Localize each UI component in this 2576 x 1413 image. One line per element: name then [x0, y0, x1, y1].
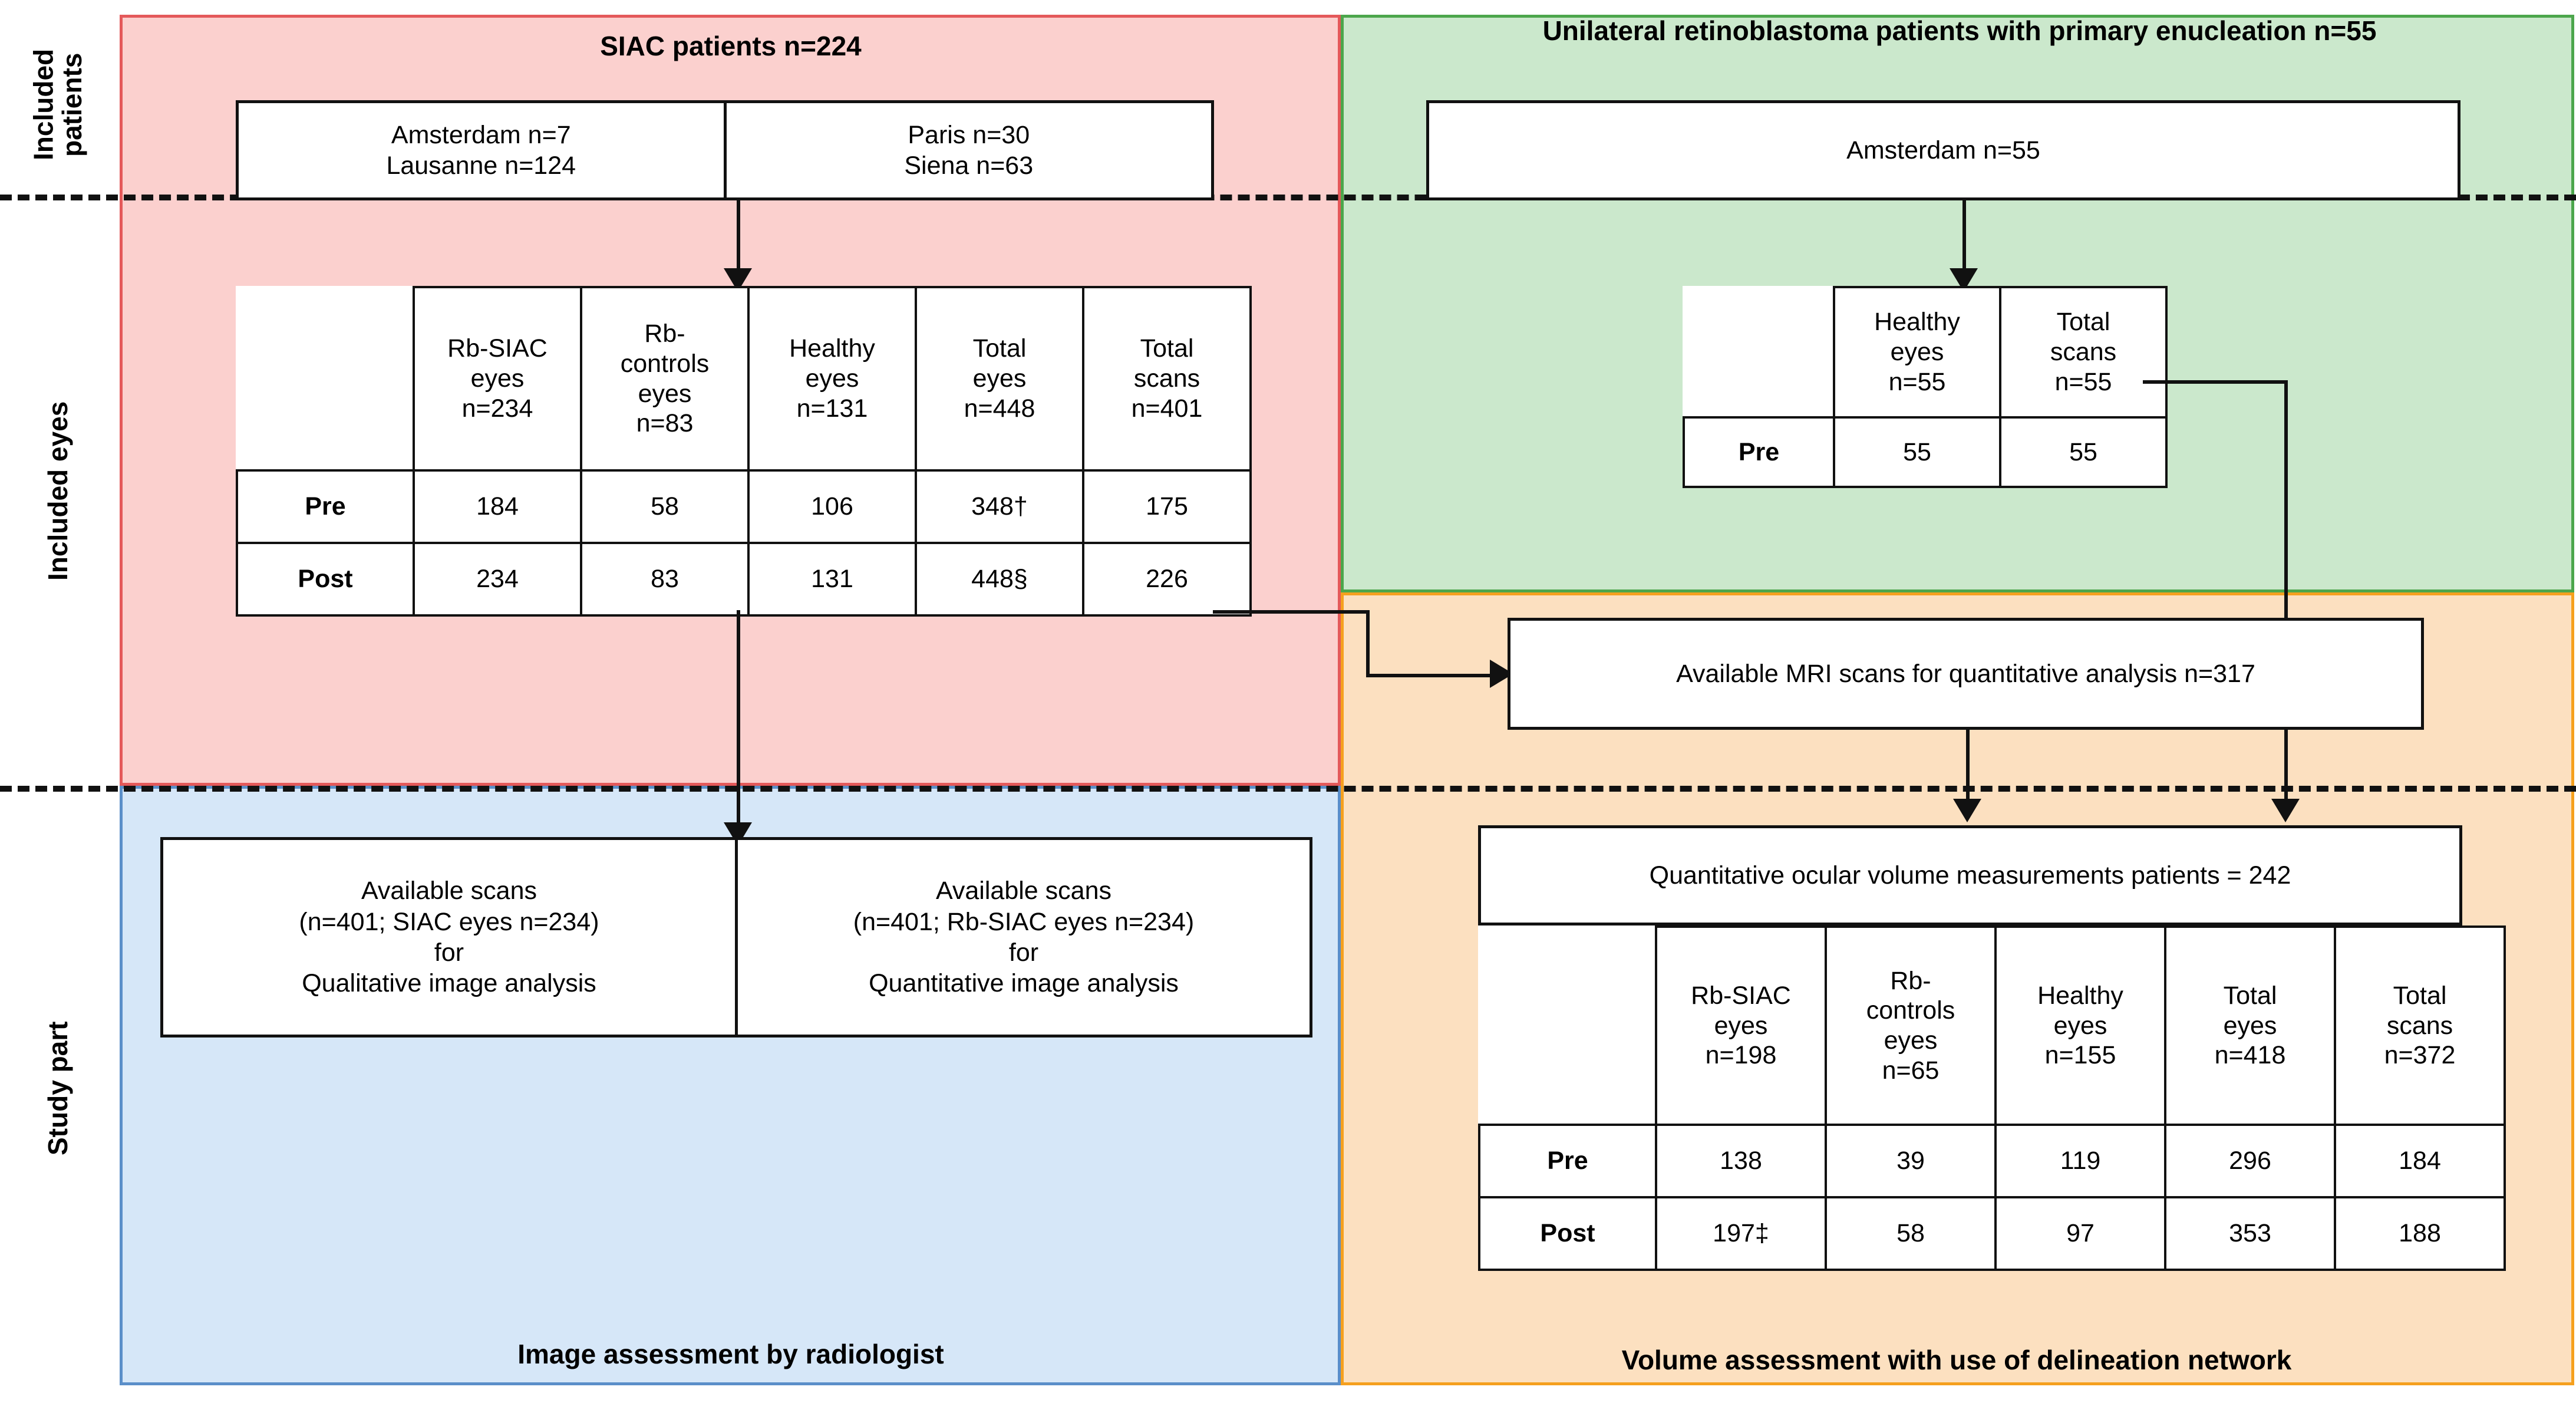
cell: 353 [2164, 1196, 2336, 1271]
siac-title: SIAC patients n=224 [600, 31, 862, 61]
connector-siac-eyes-to-studypart [737, 610, 740, 840]
table-header-row: Rb-SIAC eyes n=234 Rb- controls eyes n=8… [237, 286, 1252, 472]
enucleation-eyes-table: Healthy eyes n=55 Total scans n=55 Pre 5… [1683, 286, 2168, 488]
qualitative-analysis-cell: Available scans (n=401; SIAC eyes n=234)… [299, 877, 599, 998]
col-header: Total scans n=401 [1082, 286, 1252, 472]
cell: 106 [747, 469, 917, 544]
cell: 348† [915, 469, 1084, 544]
col-header: Total eyes n=448 [915, 286, 1084, 472]
col-header: Healthy eyes n=55 [1833, 286, 2001, 419]
available-mri-scans-box: Available MRI scans for quantitative ana… [1508, 618, 2424, 730]
caption-image-assessment: Image assessment by radiologist [517, 1339, 944, 1369]
quantitative-volume-header-box: Quantitative ocular volume measurements … [1478, 825, 2462, 925]
siac-centres-right: Paris n=30 Siena n=63 [723, 103, 1212, 197]
cell: 226 [1082, 542, 1252, 617]
cell: 184 [2334, 1124, 2506, 1198]
arrowhead-enucleation-to-volume [2271, 799, 2300, 822]
col-header: Rb-SIAC eyes n=198 [1655, 925, 1827, 1126]
band-label-study-part: Study part [42, 1021, 73, 1156]
connector-siac-to-mri-seg3 [1366, 674, 1493, 677]
cell: 131 [747, 542, 917, 617]
cell: 97 [1994, 1196, 2166, 1271]
siac-centres-box: Amsterdam n=7 Lausanne n=124 Paris n=30 … [236, 100, 1214, 200]
col-header: Rb-SIAC eyes n=234 [413, 286, 582, 472]
connector-siac-to-mri-seg1 [1213, 610, 1368, 614]
cell: 55 [1833, 416, 2001, 488]
cell: 234 [413, 542, 582, 617]
enucleation-title: Unilateral retinoblastoma patients with … [1542, 15, 2377, 46]
band-separator-eyes-studypart [0, 786, 2576, 792]
quantitative-volume-table: Rb-SIAC eyes n=198 Rb- controls eyes n=6… [1478, 925, 2506, 1271]
row-label: Post [1478, 1196, 1657, 1271]
col-header: Total scans n=55 [1999, 286, 2168, 419]
cell: 83 [580, 542, 750, 617]
table-row: Pre 138 39 119 296 184 [1478, 1124, 2506, 1198]
table-header-row: Healthy eyes n=55 Total scans n=55 [1684, 286, 2168, 419]
row-label: Pre [1683, 416, 1835, 488]
col-header: Rb- controls eyes n=65 [1825, 925, 1997, 1126]
col-header: Healthy eyes n=131 [747, 286, 917, 472]
cell: 119 [1994, 1124, 2166, 1198]
table-row: Post 197‡ 58 97 353 188 [1478, 1196, 2506, 1271]
band-label-included-patients: Included patients [28, 48, 87, 161]
col-header: Total eyes n=418 [2164, 925, 2336, 1126]
cell: 39 [1825, 1124, 1997, 1198]
caption-volume-assessment: Volume assessment with use of delineatio… [1621, 1345, 2292, 1375]
row-label: Pre [236, 469, 415, 544]
cell: 175 [1082, 469, 1252, 544]
table-header-row: Rb-SIAC eyes n=198 Rb- controls eyes n=6… [1479, 925, 2506, 1126]
cell: 197‡ [1655, 1196, 1827, 1271]
cell: 55 [1999, 416, 2168, 488]
siac-centres-left: Amsterdam n=7 Lausanne n=124 [386, 120, 576, 180]
cell: 296 [2164, 1124, 2336, 1198]
col-header: Healthy eyes n=155 [1994, 925, 2166, 1126]
enucleation-centre-box: Amsterdam n=55 [1426, 100, 2460, 200]
cell: 58 [580, 469, 750, 544]
corner-cell [1684, 287, 1834, 417]
band-label-included-eyes: Included eyes [42, 401, 73, 581]
table-row: Pre 184 58 106 348† 175 [236, 469, 1252, 544]
arrowhead-mri-to-volume [1953, 799, 1981, 822]
connector-siac-to-mri-seg2 [1366, 610, 1370, 675]
row-label: Pre [1478, 1124, 1657, 1198]
row-label: Post [236, 542, 415, 617]
corner-cell [1479, 927, 1656, 1125]
cell: 58 [1825, 1196, 1997, 1271]
corner-cell [237, 287, 414, 470]
connector-enucleation-to-eyes [1962, 200, 1966, 289]
cell: 184 [413, 469, 582, 544]
cell: 448§ [915, 542, 1084, 617]
study-part-analysis-box: Available scans (n=401; SIAC eyes n=234)… [160, 837, 1312, 1037]
connector-enucleation-to-volume-seg1 [2143, 380, 2288, 384]
cell: 188 [2334, 1196, 2506, 1271]
connector-mri-to-volume [1966, 730, 1970, 818]
connector-enucleation-to-volume-seg2 [2284, 380, 2288, 816]
connector-siac-centres-to-eyes [737, 200, 740, 289]
siac-eyes-table: Rb-SIAC eyes n=234 Rb- controls eyes n=8… [236, 286, 1252, 617]
col-header: Rb- controls eyes n=83 [580, 286, 750, 472]
cell: 138 [1655, 1124, 1827, 1198]
col-header: Total scans n=372 [2334, 925, 2506, 1126]
quantitative-analysis-cell: Available scans (n=401; Rb-SIAC eyes n=2… [735, 840, 1310, 1035]
band-separator-patients-eyes [0, 195, 2576, 200]
table-row: Post 234 83 131 448§ 226 [236, 542, 1252, 617]
table-row: Pre 55 55 [1683, 416, 2168, 488]
